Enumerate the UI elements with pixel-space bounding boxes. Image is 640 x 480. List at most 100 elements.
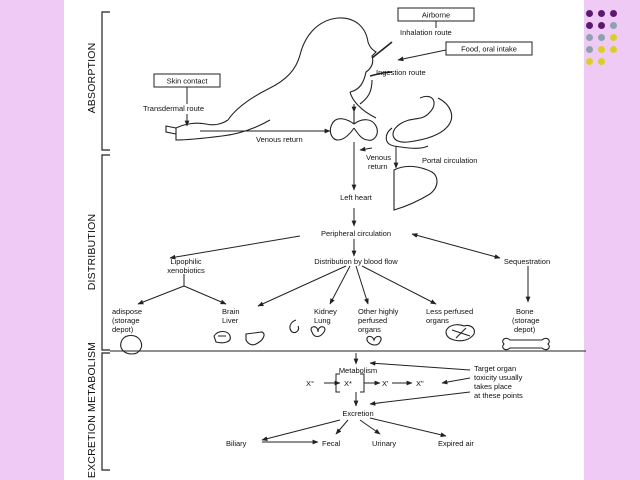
human-body-outline bbox=[165, 17, 393, 141]
toxicity-arrow-top bbox=[369, 360, 471, 371]
xprime-label: X' bbox=[382, 379, 389, 388]
other-organs-label-2: perfused bbox=[358, 316, 387, 325]
decorative-dot bbox=[586, 46, 593, 53]
excretion-label: Excretion bbox=[342, 409, 373, 418]
distribution-by-blood-flow-label: Distribution by blood flow bbox=[314, 257, 398, 266]
decorative-dot bbox=[598, 58, 605, 65]
bone-icon bbox=[502, 337, 550, 351]
to-brain-arrow bbox=[183, 285, 227, 305]
liver-label: Liver bbox=[222, 316, 239, 325]
toxicity-arrow-bottom bbox=[369, 391, 471, 406]
to-expired-air-arrow bbox=[369, 417, 447, 438]
lipophilic-label-2: xenobiotics bbox=[167, 266, 205, 275]
adipose-icon bbox=[120, 334, 143, 355]
section-label-excretion-metabolism: EXCRETION METABOLISM bbox=[86, 342, 98, 478]
mouth-tube bbox=[369, 71, 393, 77]
target-organ-label-1: Target organ bbox=[474, 364, 516, 373]
left-side-band bbox=[0, 0, 64, 480]
transdermal-route-label: Transdermal route bbox=[143, 104, 204, 113]
airborne-label: Airborne bbox=[422, 11, 450, 20]
front-neck-outline bbox=[349, 91, 377, 119]
hand-outline bbox=[165, 125, 177, 135]
back-outline bbox=[227, 54, 301, 121]
food-oral-intake-label: Food, oral intake bbox=[461, 45, 517, 54]
target-organ-label-2: toxicity usually bbox=[474, 373, 523, 382]
decorative-dot bbox=[610, 46, 617, 53]
metabolism-label: Metabolism bbox=[339, 366, 377, 375]
food-oral-intake-box bbox=[445, 41, 533, 56]
sequestration-label: Sequestration bbox=[504, 257, 550, 266]
target-organ-label-3: takes place bbox=[474, 382, 512, 391]
skin-contact-label: Skin contact bbox=[167, 77, 209, 86]
to-lipophilic-arrow bbox=[169, 235, 301, 260]
xstar-label: X* bbox=[344, 379, 352, 388]
bone-label-1: Bone bbox=[516, 307, 534, 316]
biliary-label: Biliary bbox=[226, 439, 247, 448]
adipose-label-1: adispose bbox=[112, 307, 142, 316]
to-biliary-arrow bbox=[261, 419, 341, 441]
other-organs-label-1: Other highly bbox=[358, 307, 399, 316]
metabolism-excretion-bracket bbox=[101, 352, 110, 471]
flow-to-kidney-arrow bbox=[329, 265, 351, 305]
head-outline bbox=[299, 17, 377, 93]
venous-return-lung-label-1: Venous bbox=[366, 153, 391, 162]
xstar-left-bracket bbox=[335, 373, 340, 393]
flow-to-less-perfused-arrow bbox=[361, 265, 437, 305]
absorption-bracket bbox=[101, 11, 110, 151]
urinary-label: Urinary bbox=[372, 439, 396, 448]
fecal-label: Fecal bbox=[322, 439, 341, 448]
venous-return-lung-label-2: return bbox=[368, 162, 388, 171]
brain-icon bbox=[213, 330, 231, 344]
bone-label-2: (storage bbox=[512, 316, 540, 325]
distribution-arrows bbox=[137, 150, 531, 307]
x0-label: X° bbox=[306, 379, 314, 388]
liver-small-icon bbox=[245, 331, 265, 346]
decorative-dot bbox=[610, 34, 617, 41]
portal-circulation-label: Portal circulation bbox=[422, 156, 477, 165]
kidney-label: Kidney bbox=[314, 307, 337, 316]
adipose-label-2: (storage bbox=[112, 316, 140, 325]
metabolism-lines bbox=[110, 350, 586, 445]
xstar-right-bracket bbox=[360, 373, 365, 393]
decorative-dot bbox=[598, 46, 605, 53]
other-organ-icon bbox=[366, 335, 382, 346]
to-urinary-arrow bbox=[359, 419, 381, 435]
inhalation-route-label: Inhalation route bbox=[400, 28, 452, 37]
expired-air-label: Expired air bbox=[438, 439, 474, 448]
flow-to-liver-arrow bbox=[257, 265, 347, 307]
less-perfused-label-1: Less perfused bbox=[426, 307, 473, 316]
decorative-dot bbox=[598, 10, 605, 17]
food-to-mouth-arrow bbox=[397, 49, 447, 62]
decorative-dot bbox=[586, 34, 593, 41]
absorption-arrows bbox=[184, 21, 447, 169]
decorative-dot bbox=[610, 22, 617, 29]
adipose-label-3: depot) bbox=[112, 325, 134, 334]
brain-label: Brain bbox=[222, 307, 240, 316]
decorative-dot bbox=[586, 10, 593, 17]
flow-to-other-arrow bbox=[355, 265, 369, 305]
to-fecal-arrow bbox=[335, 419, 349, 435]
other-organs-label-3: organs bbox=[358, 325, 381, 334]
kidney-icon bbox=[289, 319, 300, 334]
venous-return-arm-label: Venous return bbox=[256, 135, 303, 144]
nose-tube bbox=[371, 41, 393, 59]
decorative-dot bbox=[586, 58, 593, 65]
esophagus-line bbox=[359, 79, 373, 105]
peripheral-circulation-label: Peripheral circulation bbox=[321, 229, 391, 238]
decorative-dot bbox=[610, 10, 617, 17]
venous-into-lung-arrow bbox=[359, 146, 373, 152]
xdouble-label: X" bbox=[416, 379, 424, 388]
section-label-distribution: DISTRIBUTION bbox=[86, 214, 98, 291]
left-heart-label: Left heart bbox=[340, 193, 373, 202]
bone-label-3: depot) bbox=[514, 325, 536, 334]
organ-icons bbox=[120, 319, 550, 355]
decorative-dot bbox=[586, 22, 593, 29]
lipophilic-label-1: Lipophilic bbox=[170, 257, 202, 266]
diagram-panel bbox=[64, 0, 584, 480]
target-organ-label-4: at these points bbox=[474, 391, 523, 400]
lung-small-icon bbox=[310, 326, 326, 338]
lungs-icon bbox=[329, 112, 378, 141]
right-side-band bbox=[584, 0, 640, 480]
